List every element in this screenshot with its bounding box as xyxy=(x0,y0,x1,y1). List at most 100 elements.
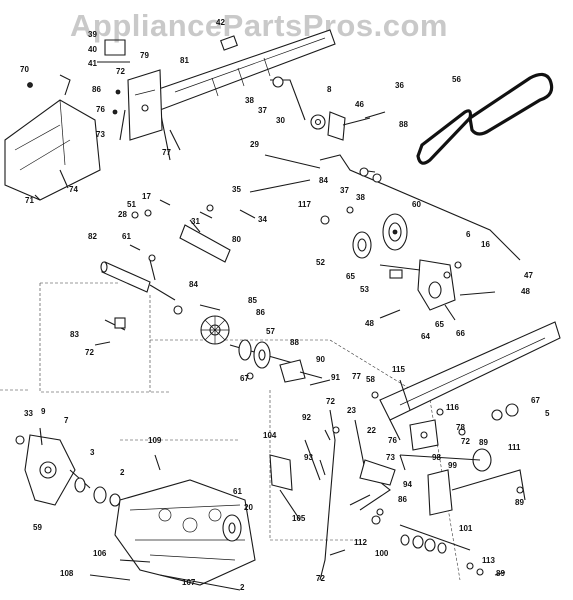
callout-76: 76 xyxy=(388,436,397,445)
lower-pulleys xyxy=(229,339,331,386)
callout-33: 33 xyxy=(24,409,33,418)
callout-3: 3 xyxy=(90,448,95,457)
callout-88: 88 xyxy=(399,120,408,129)
callout-41: 41 xyxy=(88,59,97,68)
callout-84: 84 xyxy=(189,280,198,289)
callout-84: 84 xyxy=(319,176,328,185)
callout-88: 88 xyxy=(290,338,299,347)
callout-72: 72 xyxy=(461,437,470,446)
callout-2: 2 xyxy=(240,583,245,592)
callout-117: 117 xyxy=(298,200,311,209)
callout-107: 107 xyxy=(182,578,196,587)
callout-47: 47 xyxy=(524,271,533,280)
callout-116: 116 xyxy=(446,403,459,412)
callout-42: 42 xyxy=(216,18,225,27)
callout-16: 16 xyxy=(481,240,490,249)
callout-73: 73 xyxy=(386,453,395,462)
callout-89: 89 xyxy=(515,498,524,507)
callout-20: 20 xyxy=(244,503,253,512)
callout-23: 23 xyxy=(347,406,356,415)
callout-99: 99 xyxy=(448,461,457,470)
control-rods xyxy=(249,154,521,261)
callout-40: 40 xyxy=(88,45,97,54)
callout-90: 90 xyxy=(316,355,325,364)
callout-82: 82 xyxy=(88,232,97,241)
callout-77: 77 xyxy=(352,372,361,381)
callout-78: 78 xyxy=(456,423,465,432)
callout-67: 67 xyxy=(531,396,540,405)
callout-73: 73 xyxy=(96,130,105,139)
callout-48: 48 xyxy=(521,287,530,296)
idler-bracket xyxy=(379,259,496,321)
callout-98: 98 xyxy=(432,453,441,462)
callout-111: 111 xyxy=(508,443,521,452)
callout-86: 86 xyxy=(398,495,407,504)
callout-37: 37 xyxy=(258,106,267,115)
cooling-fan xyxy=(173,304,230,345)
transaxle xyxy=(89,479,256,591)
callout-58: 58 xyxy=(366,375,375,384)
callout-17: 17 xyxy=(142,192,151,201)
roller-bracket xyxy=(399,448,526,516)
callout-28: 28 xyxy=(118,210,127,219)
callout-71: 71 xyxy=(25,196,34,205)
washer-set xyxy=(399,524,484,576)
drive-belt xyxy=(416,72,554,165)
callout-65: 65 xyxy=(346,272,355,281)
callout-64: 64 xyxy=(421,332,430,341)
callout-61: 61 xyxy=(122,232,131,241)
bracket-assembly xyxy=(59,39,181,151)
callout-92: 92 xyxy=(302,413,311,422)
drive-shaft xyxy=(100,219,231,301)
callout-91: 91 xyxy=(331,373,340,382)
gear-case xyxy=(15,427,121,507)
callout-112: 112 xyxy=(354,538,367,547)
callout-38: 38 xyxy=(245,96,254,105)
callout-39: 39 xyxy=(88,30,97,39)
callout-76: 76 xyxy=(96,105,105,114)
callout-94: 94 xyxy=(403,480,412,489)
callout-2: 2 xyxy=(120,468,125,477)
callout-70: 70 xyxy=(20,65,29,74)
lift-lever xyxy=(270,76,386,141)
callout-115: 115 xyxy=(392,365,405,374)
callout-59: 59 xyxy=(33,523,42,532)
callout-38: 38 xyxy=(356,193,365,202)
callout-105: 105 xyxy=(292,514,306,523)
callout-29: 29 xyxy=(250,140,259,149)
watermark: AppliancePartsPros.com xyxy=(70,8,448,43)
callout-35: 35 xyxy=(232,185,241,194)
callout-37: 37 xyxy=(340,186,349,195)
callout-6: 6 xyxy=(466,230,471,239)
callout-85: 85 xyxy=(248,296,257,305)
callout-72: 72 xyxy=(116,67,125,76)
callout-72: 72 xyxy=(316,574,325,583)
callout-61: 61 xyxy=(233,487,242,496)
callout-5: 5 xyxy=(545,409,550,418)
callout-79: 79 xyxy=(140,51,149,60)
pivot-bracket xyxy=(371,379,519,471)
callout-65: 65 xyxy=(435,320,444,329)
callout-104: 104 xyxy=(263,431,277,440)
callout-46: 46 xyxy=(355,100,364,109)
pedal-arm xyxy=(349,419,396,525)
left-housing xyxy=(4,99,101,201)
pulley-assembly xyxy=(320,206,408,259)
upper-frame-rail xyxy=(147,29,336,161)
callout-81: 81 xyxy=(180,56,189,65)
callout-9: 9 xyxy=(41,407,46,416)
callout-51: 51 xyxy=(127,200,136,209)
callout-108: 108 xyxy=(60,569,74,578)
callout-66: 66 xyxy=(456,329,465,338)
brake-linkage xyxy=(269,409,340,581)
callout-100: 100 xyxy=(375,549,389,558)
callout-60: 60 xyxy=(412,200,421,209)
callout-72: 72 xyxy=(326,397,335,406)
callout-36: 36 xyxy=(395,81,404,90)
callout-57: 57 xyxy=(266,327,275,336)
callout-7: 7 xyxy=(64,416,69,425)
callout-72: 72 xyxy=(85,348,94,357)
callout-101: 101 xyxy=(459,524,473,533)
callout-86: 86 xyxy=(256,308,265,317)
